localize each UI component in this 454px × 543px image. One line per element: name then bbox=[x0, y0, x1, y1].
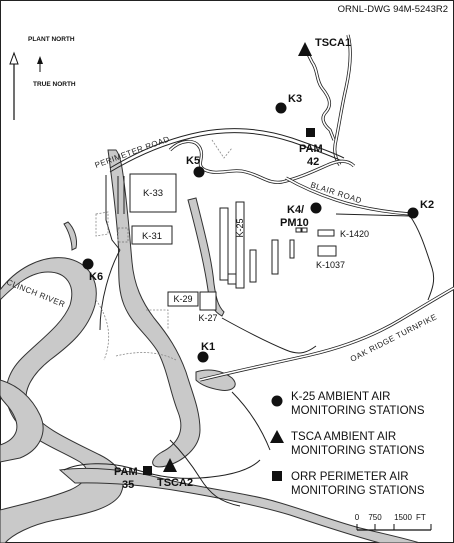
building-k27 bbox=[199, 291, 217, 311]
label-k6: K6 bbox=[89, 271, 103, 283]
south-loop-road bbox=[63, 459, 261, 479]
label-k31: K-31 bbox=[142, 231, 162, 242]
k4-station-icon bbox=[310, 202, 322, 214]
label-clinch-river: CLINCH RIVER bbox=[5, 278, 66, 310]
k6-station-icon bbox=[82, 258, 94, 270]
label-perimeter-road: PERIMETER ROAD bbox=[94, 134, 171, 169]
k2-station-icon bbox=[407, 207, 419, 219]
legend: K-25 AMBIENT AIR MONITORING STATIONS TSC… bbox=[270, 391, 425, 497]
label-k4-line1: K4/ bbox=[287, 204, 304, 216]
pam35-square-icon bbox=[143, 466, 152, 475]
label-pam42-line2: 42 bbox=[307, 156, 319, 168]
building-k1420 bbox=[317, 229, 335, 237]
building-k29 bbox=[167, 291, 199, 307]
tsca2-road bbox=[169, 439, 241, 507]
label-k33: K-33 bbox=[143, 188, 163, 199]
west-road bbox=[105, 175, 121, 251]
water-bodies bbox=[0, 149, 421, 543]
tsca1-triangle-icon bbox=[298, 42, 312, 56]
label-k1: K1 bbox=[201, 341, 215, 353]
stations: TSCA1 K3 PAM 42 K5 K4/ PM10 K2 K6 K1 PAM… bbox=[82, 37, 434, 491]
label-k3: K3 bbox=[288, 93, 302, 105]
east-road bbox=[335, 213, 435, 301]
roads bbox=[63, 34, 454, 507]
k1-station-icon bbox=[197, 351, 209, 363]
plant-north-arrowhead-icon bbox=[9, 51, 19, 65]
river-bottom bbox=[58, 467, 421, 543]
k3-station-icon bbox=[275, 102, 287, 114]
buildings: K-33 K-31 K-25 K-29 K-27 K-1420 K-1037 bbox=[117, 173, 369, 323]
oak-ridge-turnpike bbox=[199, 286, 454, 382]
drawing-number: ORNL-DWG 94M-5243R2 bbox=[338, 4, 448, 15]
building-k1037 bbox=[317, 245, 337, 257]
label-tsca2: TSCA2 bbox=[157, 477, 193, 489]
label-pam35-line2: 35 bbox=[122, 479, 134, 491]
legend-item-1-line2: MONITORING STATIONS bbox=[291, 405, 425, 417]
k6-inlet bbox=[63, 221, 77, 251]
perimeter-road bbox=[109, 128, 345, 169]
label-pam35-line1: PAM bbox=[114, 466, 138, 478]
scale-tick-0: 0 bbox=[355, 513, 360, 522]
pam42-square-icon bbox=[306, 128, 315, 137]
plant-north-label: PLANT NORTH bbox=[28, 36, 75, 43]
label-k1037: K-1037 bbox=[316, 260, 345, 270]
label-pam42-line1: PAM bbox=[299, 143, 323, 155]
label-tsca1: TSCA1 bbox=[315, 37, 351, 49]
label-k4-line2: PM10 bbox=[280, 217, 309, 229]
label-k1420: K-1420 bbox=[340, 229, 369, 239]
legend-item-3-line2: MONITORING STATIONS bbox=[291, 485, 425, 497]
scale-bar: 0 750 1500 FT bbox=[355, 513, 432, 531]
tsca1-access-road bbox=[303, 47, 336, 141]
label-k29: K-29 bbox=[173, 294, 192, 304]
building-k25-east bbox=[235, 201, 245, 289]
true-north-label: TRUE NORTH bbox=[33, 81, 76, 88]
building-k25-west bbox=[219, 207, 229, 281]
creek-upper bbox=[187, 197, 225, 317]
central-road bbox=[221, 317, 317, 354]
k1-road bbox=[231, 391, 271, 451]
legend-item-1-line1: K-25 AMBIENT AIR bbox=[291, 391, 391, 403]
label-k2: K2 bbox=[420, 199, 434, 211]
legend-circle-icon bbox=[271, 395, 283, 407]
legend-item-2-line2: MONITORING STATIONS bbox=[291, 445, 425, 457]
legend-item-3-line1: ORR PERIMETER AIR bbox=[291, 471, 409, 483]
scale-tick-2: 1500 bbox=[394, 513, 412, 522]
building-k33 bbox=[129, 173, 177, 213]
north-arrows: PLANT NORTH TRUE NORTH bbox=[9, 36, 76, 120]
true-north-arrowhead-icon bbox=[37, 56, 43, 64]
label-k27: K-27 bbox=[198, 313, 217, 323]
scale-tick-1: 750 bbox=[368, 513, 382, 522]
legend-triangle-icon bbox=[270, 430, 284, 443]
legend-square-icon bbox=[272, 471, 282, 481]
k5-station-icon bbox=[193, 166, 205, 178]
trails bbox=[95, 139, 233, 361]
poplar-creek bbox=[107, 149, 201, 468]
label-k5: K5 bbox=[186, 155, 200, 167]
legend-item-2-line1: TSCA AMBIENT AIR bbox=[291, 431, 396, 443]
scale-unit: FT bbox=[416, 513, 426, 522]
river-bend-lower bbox=[0, 379, 44, 463]
building-k31 bbox=[131, 225, 173, 245]
label-k25: K-25 bbox=[235, 218, 245, 237]
east-access-road bbox=[333, 34, 352, 166]
tsca2-triangle-icon bbox=[163, 458, 177, 472]
